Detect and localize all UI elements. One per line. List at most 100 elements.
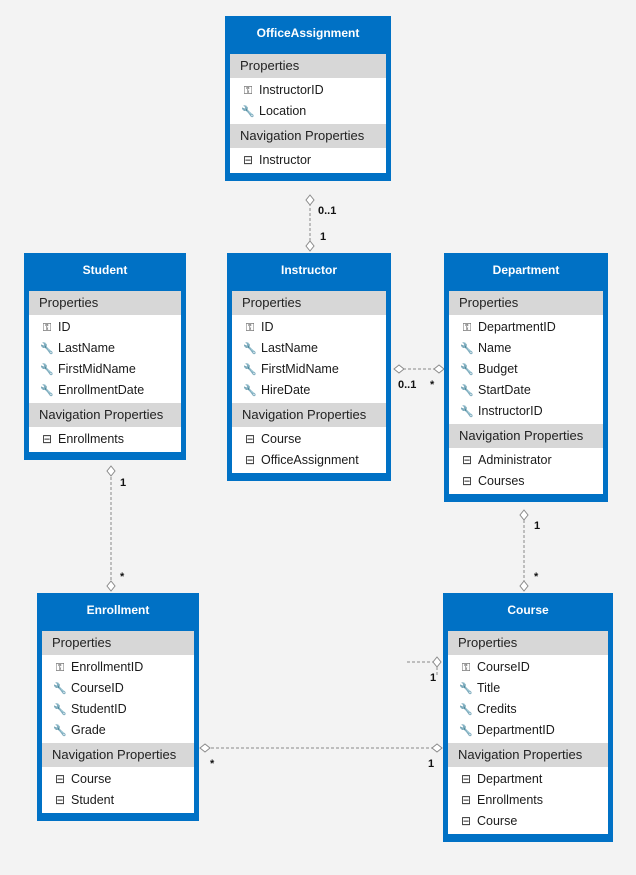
navigation-icon: ⊟ bbox=[54, 772, 66, 786]
entity-course[interactable]: Course Properties ⚿CourseID 🔧Title 🔧Cred… bbox=[443, 593, 613, 842]
scalar-property[interactable]: 🔧CourseID bbox=[42, 678, 194, 699]
diamond-instructor-top bbox=[305, 240, 315, 252]
multiplicity-label: 0..1 bbox=[398, 379, 417, 391]
wrench-icon: 🔧 bbox=[459, 725, 473, 737]
navigation-property[interactable]: ⊟Course bbox=[232, 429, 386, 450]
scalar-property[interactable]: 🔧FirstMidName bbox=[232, 359, 386, 380]
navigation-property[interactable]: ⊟Course bbox=[42, 769, 194, 790]
navigation-icon: ⊟ bbox=[244, 432, 256, 446]
key-property[interactable]: ⚿InstructorID bbox=[230, 80, 386, 101]
navigation-property[interactable]: ⊟OfficeAssignment bbox=[232, 450, 386, 471]
scalar-property[interactable]: 🔧EnrollmentDate bbox=[29, 380, 181, 401]
navigation-list: ⊟Administrator ⊟Courses bbox=[449, 448, 603, 494]
diamond-instructor-right bbox=[393, 364, 405, 374]
navigation-icon: ⊟ bbox=[242, 153, 254, 167]
navigation-property[interactable]: ⊟Enrollments bbox=[29, 429, 181, 450]
scalar-property[interactable]: 🔧FirstMidName bbox=[29, 359, 181, 380]
navigation-header[interactable]: Navigation Properties bbox=[230, 124, 386, 148]
properties-list: ⚿ID 🔧LastName 🔧FirstMidName 🔧HireDate bbox=[232, 315, 386, 403]
navigation-header[interactable]: Navigation Properties bbox=[42, 743, 194, 767]
entity-title: Enrollment bbox=[86, 603, 150, 617]
wrench-icon: 🔧 bbox=[53, 704, 67, 716]
multiplicity-label: * bbox=[430, 379, 435, 391]
scalar-property[interactable]: 🔧DepartmentID bbox=[448, 720, 608, 741]
entity-title: Student bbox=[82, 263, 128, 277]
key-property[interactable]: ⚿EnrollmentID bbox=[42, 657, 194, 678]
navigation-property[interactable]: ⊟Department bbox=[448, 769, 608, 790]
navigation-icon: ⊟ bbox=[54, 793, 66, 807]
wrench-icon: 🔧 bbox=[243, 385, 257, 397]
wrench-icon: 🔧 bbox=[241, 106, 255, 118]
wrench-icon: 🔧 bbox=[460, 385, 474, 397]
wrench-icon: 🔧 bbox=[40, 385, 54, 397]
properties-header[interactable]: Properties bbox=[29, 291, 181, 315]
navigation-header[interactable]: Navigation Properties bbox=[449, 424, 603, 448]
multiplicity-label: 1 bbox=[320, 231, 327, 243]
navigation-icon: ⊟ bbox=[460, 814, 472, 828]
diamond-course-top bbox=[519, 580, 529, 592]
navigation-icon: ⊟ bbox=[460, 772, 472, 786]
wrench-icon: 🔧 bbox=[460, 406, 474, 418]
diamond-department-left bbox=[433, 364, 445, 374]
diamond-department-bottom bbox=[519, 509, 529, 521]
multiplicity-label: 0..1 bbox=[318, 205, 337, 217]
properties-list: ⚿DepartmentID 🔧Name 🔧Budget 🔧StartDate 🔧… bbox=[449, 315, 603, 424]
entity-instructor[interactable]: Instructor Properties ⚿ID 🔧LastName 🔧Fir… bbox=[227, 253, 391, 481]
scalar-property[interactable]: 🔧HireDate bbox=[232, 380, 386, 401]
navigation-property[interactable]: ⊟Student bbox=[42, 790, 194, 811]
entity-title: Course bbox=[507, 603, 549, 617]
navigation-icon: ⊟ bbox=[41, 432, 53, 446]
navigation-property[interactable]: ⊟Enrollments bbox=[448, 790, 608, 811]
properties-header[interactable]: Properties bbox=[42, 631, 194, 655]
scalar-property[interactable]: 🔧Location bbox=[230, 101, 386, 122]
entity-department[interactable]: Department Properties ⚿DepartmentID 🔧Nam… bbox=[444, 253, 608, 502]
entity-enrollment[interactable]: Enrollment Properties ⚿EnrollmentID 🔧Cou… bbox=[37, 593, 199, 821]
scalar-property[interactable]: 🔧StudentID bbox=[42, 699, 194, 720]
diamond-course-self bbox=[432, 656, 442, 668]
properties-header[interactable]: Properties bbox=[449, 291, 603, 315]
entity-officeassignment[interactable]: OfficeAssignment Properties ⚿InstructorI… bbox=[225, 16, 391, 181]
properties-list: ⚿EnrollmentID 🔧CourseID 🔧StudentID 🔧Grad… bbox=[42, 655, 194, 743]
key-property[interactable]: ⚿CourseID bbox=[448, 657, 608, 678]
navigation-property[interactable]: ⊟Instructor bbox=[230, 150, 386, 171]
key-icon: ⚿ bbox=[243, 85, 253, 97]
navigation-list: ⊟Department ⊟Enrollments ⊟Course bbox=[448, 767, 608, 834]
scalar-property[interactable]: 🔧Name bbox=[449, 338, 603, 359]
navigation-property[interactable]: ⊟Administrator bbox=[449, 450, 603, 471]
navigation-header[interactable]: Navigation Properties bbox=[29, 403, 181, 427]
entity-student[interactable]: Student Properties ⚿ID 🔧LastName 🔧FirstM… bbox=[24, 253, 186, 460]
properties-header[interactable]: Properties bbox=[230, 54, 386, 78]
key-icon: ⚿ bbox=[245, 322, 255, 334]
scalar-property[interactable]: 🔧LastName bbox=[232, 338, 386, 359]
scalar-property[interactable]: 🔧LastName bbox=[29, 338, 181, 359]
wrench-icon: 🔧 bbox=[40, 343, 54, 355]
navigation-header[interactable]: Navigation Properties bbox=[448, 743, 608, 767]
navigation-header[interactable]: Navigation Properties bbox=[232, 403, 386, 427]
navigation-property[interactable]: ⊟Courses bbox=[449, 471, 603, 492]
key-property[interactable]: ⚿DepartmentID bbox=[449, 317, 603, 338]
multiplicity-label: * bbox=[120, 571, 125, 583]
properties-header[interactable]: Properties bbox=[448, 631, 608, 655]
wrench-icon: 🔧 bbox=[243, 343, 257, 355]
properties-header[interactable]: Properties bbox=[232, 291, 386, 315]
navigation-list: ⊟Course ⊟Student bbox=[42, 767, 194, 813]
key-property[interactable]: ⚿ID bbox=[29, 317, 181, 338]
scalar-property[interactable]: 🔧Credits bbox=[448, 699, 608, 720]
multiplicity-label: 1 bbox=[120, 477, 127, 489]
multiplicity-label: 1 bbox=[430, 672, 437, 684]
scalar-property[interactable]: 🔧StartDate bbox=[449, 380, 603, 401]
scalar-property[interactable]: 🔧Title bbox=[448, 678, 608, 699]
wrench-icon: 🔧 bbox=[53, 725, 67, 737]
wrench-icon: 🔧 bbox=[53, 683, 67, 695]
scalar-property[interactable]: 🔧Budget bbox=[449, 359, 603, 380]
navigation-property[interactable]: ⊟Course bbox=[448, 811, 608, 832]
properties-list: ⚿ID 🔧LastName 🔧FirstMidName 🔧EnrollmentD… bbox=[29, 315, 181, 403]
scalar-property[interactable]: 🔧InstructorID bbox=[449, 401, 603, 422]
scalar-property[interactable]: 🔧Grade bbox=[42, 720, 194, 741]
entity-title: Department bbox=[492, 263, 560, 277]
diamond-enrollment-top bbox=[106, 580, 116, 592]
wrench-icon: 🔧 bbox=[460, 364, 474, 376]
entity-title: OfficeAssignment bbox=[256, 26, 360, 40]
key-property[interactable]: ⚿ID bbox=[232, 317, 386, 338]
